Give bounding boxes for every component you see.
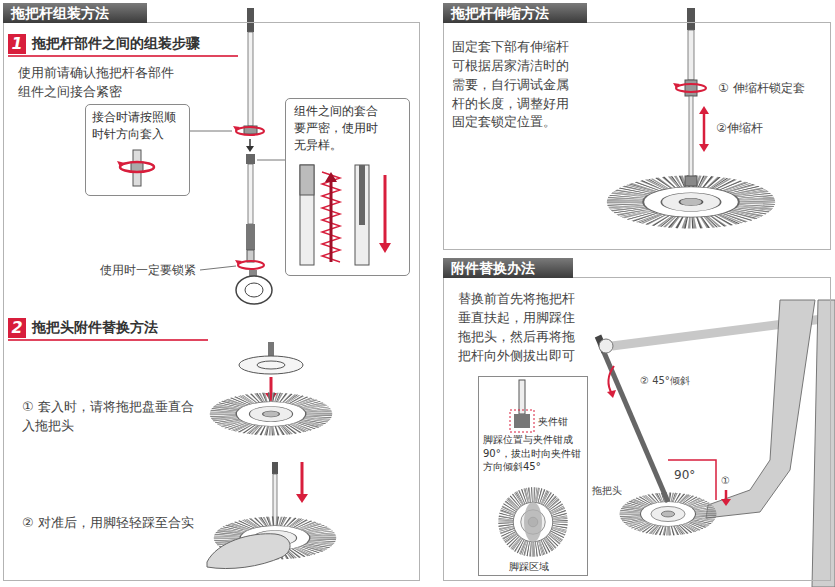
note-text: 组件之间的套合要严密，使用时无异样。 [294, 103, 389, 153]
instruction-text: ② 对准后，用脚轻轻踩至合实 [22, 514, 204, 533]
detail-inset: 夹件钳脚踩位置与夹件钳成90°，拔出时向夹件钳方向倾斜45° 脚踩区域 [478, 376, 588, 576]
part-name: 脚踩区域 [509, 560, 569, 574]
panel-heading: 拖把杆组装方法 [3, 3, 147, 23]
note-box: 组件之间的套合要严密，使用时无异样。 [285, 98, 410, 276]
part-name: 夹件钳 [538, 415, 586, 429]
instruction-text: 固定套下部有伸缩杆可根据居家清洁时的需要，自行调试金属杆的长度，调整好用固定套锁… [452, 38, 573, 132]
step-heading: 1 拖把杆部件之间的组装步骤 [8, 34, 238, 57]
callout-text: ②伸缩杆 [716, 120, 796, 137]
step-heading: 2 拖把头附件替换方法 [8, 318, 208, 341]
callout-text: ① 伸缩杆锁定套 [718, 80, 828, 97]
note-box: 接合时请按照顺时针方向套入 [85, 104, 190, 196]
angle-label: 90° [674, 467, 708, 484]
detail-note: 脚踩位置与夹件钳成90°，拔出时向夹件钳方向倾斜45° [483, 433, 585, 474]
section-panel: 附件替换办法夹件钳脚踩位置与夹件钳成90°，拔出时向夹件钳方向倾斜45° 脚踩区域 [443, 258, 831, 581]
callout-text: ② 45°倾斜 [640, 374, 720, 389]
part-name: 拖把头 [592, 484, 632, 499]
instruction-text: ① 套入时，请将拖把盘垂直合入拖把头 [22, 398, 204, 436]
instruction-text: 使用前请确认拖把杆各部件组件之间接合紧密 [18, 64, 180, 102]
panel-frame [443, 22, 831, 250]
instruction-text: 替换前首先将拖把杆垂直扶起，用脚踩住拖把头，然后再将拖把杆向外侧拔出即可 [458, 290, 579, 365]
callout-text: 使用时一定要锁紧 [100, 262, 200, 279]
step-number: 1 [8, 34, 26, 54]
note-text: 接合时请按照顺时针方向套入 [92, 109, 183, 143]
callout-number: ① [721, 474, 735, 489]
step-number: 2 [8, 318, 26, 338]
panel-heading: 附件替换办法 [443, 258, 573, 278]
step-title: 拖把头附件替换方法 [32, 319, 158, 337]
step-title: 拖把杆部件之间的组装步骤 [32, 35, 200, 53]
panel-heading: 拖把杆伸缩方法 [443, 3, 587, 23]
